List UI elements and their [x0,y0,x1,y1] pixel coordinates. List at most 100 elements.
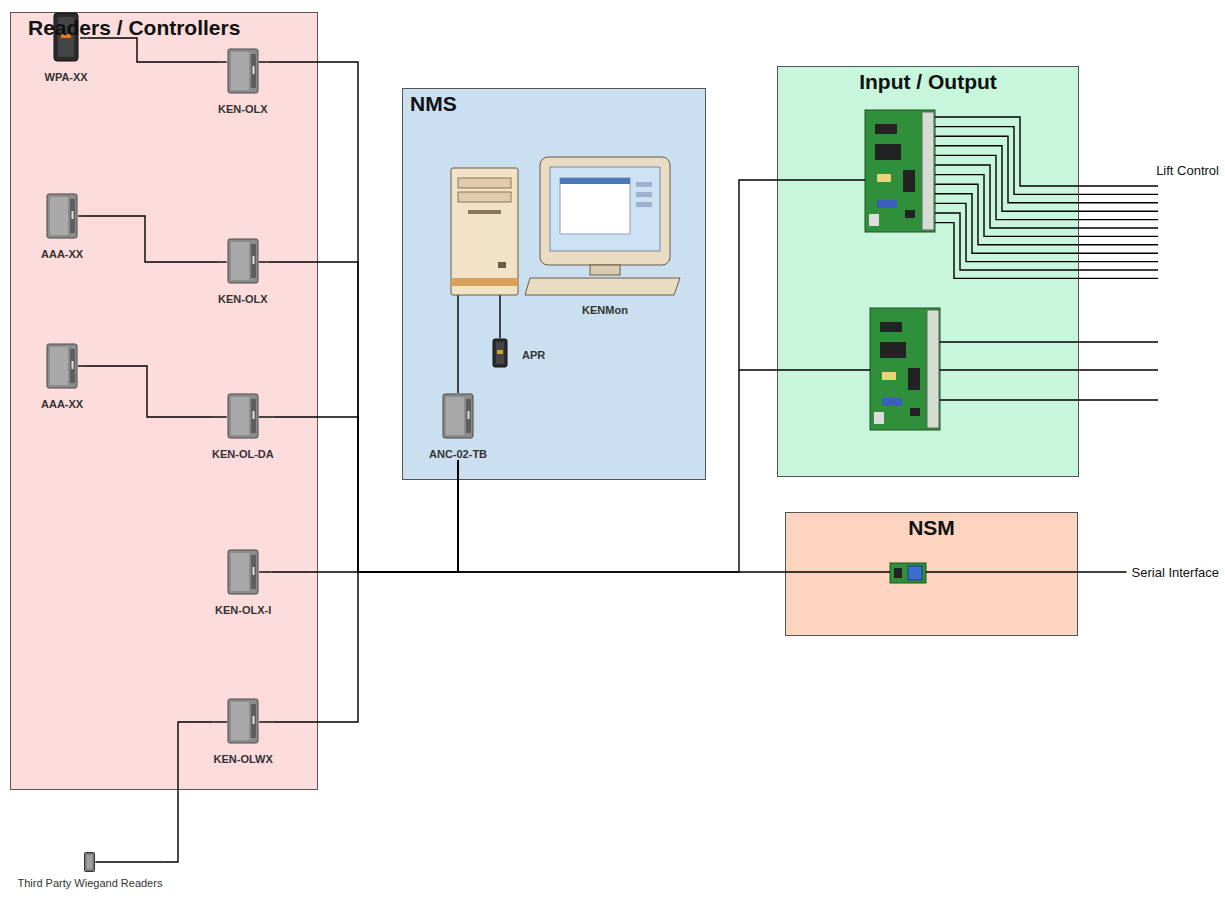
io-board-part [877,200,897,208]
bus-connector [268,262,459,572]
icon-part [493,339,507,367]
computer-icon [448,150,684,298]
wire [78,365,83,366]
device-label: Third Party Wiegand Readers [18,877,163,889]
icon-part [50,347,68,385]
icon-part [228,394,258,438]
apr-icon [493,339,507,367]
icon-part [87,855,93,869]
io-board-part [869,214,879,226]
device-icon [227,393,259,439]
workstation: KENMon [448,150,684,316]
icon-part [231,52,249,90]
wire [95,861,162,862]
icon-part [231,702,249,740]
icon-part [252,66,254,74]
computer-part [468,210,501,214]
io-board-part [874,412,884,424]
icon-part [252,256,254,264]
io-board-part [882,372,896,380]
ctl-icon [47,344,77,388]
icon-part [252,411,254,419]
small-icon [85,853,95,872]
computer-illustration [451,157,680,295]
icon-part [70,199,75,233]
region-title: NSM [785,512,1078,540]
icon-part [228,550,258,594]
device-label: APR [522,345,545,361]
ctl-icon [228,550,258,594]
computer-part [525,278,680,295]
io-board-part [877,174,891,182]
wire-part [739,369,870,370]
computer-part [636,192,652,197]
bus-connector [273,460,458,722]
bus-connector [88,38,218,62]
interface-label: Serial Interface [1132,565,1219,580]
region-layer [11,13,1079,790]
computer-part [458,178,511,188]
icon-part [497,350,503,354]
wire [259,721,273,722]
serial-wire [926,571,1127,572]
device-icon [227,238,259,284]
device-icon [84,852,95,872]
computer-part [540,157,670,265]
icon-part [251,704,256,738]
bus-connector [268,62,459,572]
icon-part [251,244,256,278]
icon-part [251,555,256,589]
illustration-layer [739,110,1158,583]
nsm-module-part [894,568,902,578]
icon-part [228,699,258,743]
icon-part [231,397,249,435]
io-board-part [865,110,935,232]
device-icon [442,393,474,439]
wire-part [785,571,890,572]
wire [259,61,268,62]
bus-connector [458,460,785,572]
icon-part [72,211,74,219]
device-icon [492,338,508,368]
wire-layer [78,38,1158,862]
io-board [865,110,935,232]
device-label: KENMon [448,300,684,316]
ctl-icon [228,239,258,283]
ctl-icon [228,394,258,438]
wire [739,180,1158,572]
ctl-icon [47,194,77,238]
lift-wire [935,203,1158,261]
nsm-module-part [908,566,922,580]
computer-part [451,168,518,295]
region-ground [778,67,1079,477]
io-board-part [875,144,901,160]
bus-connector [271,460,458,572]
device-icon [227,549,259,595]
icon-part [446,397,464,435]
io-board-part [905,210,915,218]
bus-connector [457,316,458,393]
region-title: NMS [402,88,706,116]
wire [78,215,83,216]
wire [457,295,458,316]
nsm-region: NSM [785,512,1078,636]
device-label: KEN-OL-DA [212,444,274,460]
wire-part [940,369,1158,370]
device-label: WPA-XX [45,67,88,83]
io-region: Input / Output [777,66,1079,477]
wire-part [777,179,865,180]
icon-part [251,54,256,88]
wire-part [940,341,1158,342]
wire [499,295,500,316]
lift-wire [935,117,1158,186]
reader-device: APR [492,338,545,368]
device-label: KEN-OLX [218,99,268,115]
device-icon [46,193,78,239]
lift-wire [935,213,1158,270]
io-board-part [908,368,920,390]
icon-part [496,342,504,364]
icon-part [231,242,249,280]
device-label: AAA-XX [41,244,83,260]
